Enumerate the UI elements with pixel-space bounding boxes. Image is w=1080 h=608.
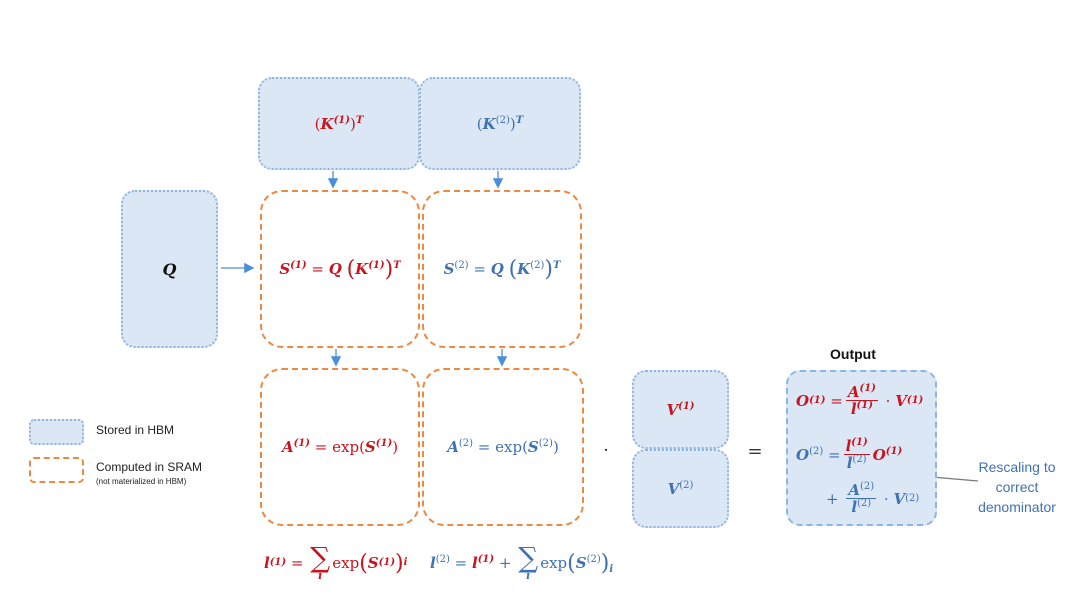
o2-formula: O(2) = l(1)l(2) O(1)	[796, 437, 903, 472]
v2-formula: V(2)	[667, 479, 694, 498]
legend-sram-swatch	[29, 457, 84, 483]
a1-formula: A(1) = exp(S(1))	[281, 438, 399, 456]
equals-operator: =	[747, 440, 763, 462]
v2-block: V(2)	[632, 449, 729, 528]
q-block: Q	[121, 190, 218, 348]
s2-block: S(2) = Q (K(2))T	[422, 190, 582, 348]
k1-transpose-block: (K(1))T	[258, 77, 420, 170]
v1-formula: V(1)	[666, 400, 695, 419]
v1-block: V(1)	[632, 370, 729, 449]
a2-formula: A(2) = exp(S(2))	[447, 438, 559, 456]
k2-transpose-formula: (K(2))T	[476, 114, 524, 133]
k1-transpose-formula: (K(1))T	[314, 114, 364, 133]
o2-second-term: + A(2)l(2) · V(2)	[826, 481, 920, 516]
a2-block: A(2) = exp(S(2))	[422, 368, 584, 526]
o1-formula: O(1) = A(1)l(1) · V(1)	[796, 383, 924, 418]
k2-transpose-block: (K(2))T	[419, 77, 581, 170]
l2-formula: l(2) = l(1) + ∑i exp(S(2))i	[430, 541, 614, 582]
dot-operator: ·	[603, 439, 609, 461]
rescale-annotation: Rescaling to correct denominator	[978, 459, 1056, 515]
a1-block: A(1) = exp(S(1))	[260, 368, 420, 526]
legend-hbm-label: Stored in HBM	[96, 423, 175, 437]
l1-formula: l(1) = ∑i exp(S(1))i	[264, 541, 408, 582]
s2-formula: S(2) = Q (K(2))T	[443, 256, 561, 282]
legend-sram-note: (not materialized in HBM)	[96, 477, 187, 486]
output-title: Output	[830, 346, 876, 362]
s1-block: S(1) = Q (K(1))T	[260, 190, 420, 348]
output-block: O(1) = A(1)l(1) · V(1) O(2) = l(1)l(2) O…	[786, 370, 937, 526]
legend-hbm-swatch	[29, 419, 84, 445]
s1-formula: S(1) = Q (K(1))T	[279, 256, 401, 282]
q-label: Q	[162, 259, 177, 279]
legend-sram-label: Computed in SRAM	[96, 460, 203, 474]
